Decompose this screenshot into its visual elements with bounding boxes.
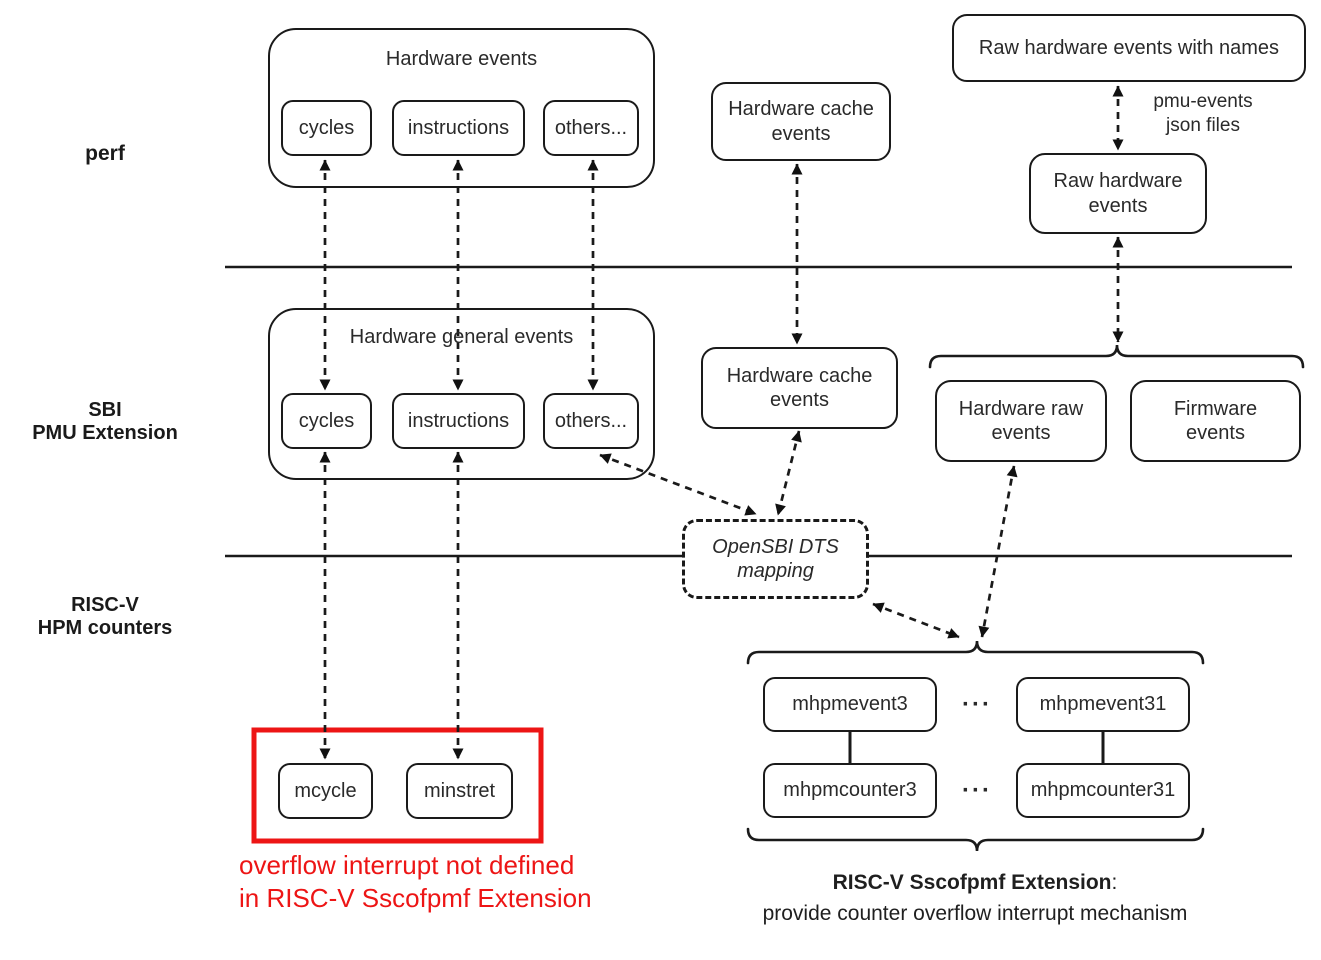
perf-cycles-box: cycles [281,100,372,156]
arrow-hwraw-mhpm-brace [978,465,1018,638]
sscofpmf-caption-line1: RISC-V Sscofpmf Extension: [740,867,1210,898]
raw-hardware-events-box: Raw hardware events [1029,153,1207,234]
perf-instructions-box: instructions [392,100,525,156]
sscofpmf-caption-subtitle: provide counter overflow interrupt mecha… [762,902,1188,925]
opensbi-dts-mapping-box: OpenSBI DTS mapping [682,519,869,599]
minstret-box: minstret [406,763,513,819]
sscofpmf-extension-caption: RISC-V Sscofpmf Extension: provide count… [740,867,1210,929]
lane-label-perf: perf [85,142,125,165]
sbi-hardware-cache-events-box: Hardware cache events [701,347,898,429]
arrow-opensbi-mhpm-brace [872,602,960,639]
lane-label-hpm-line2: HPM counters [37,617,173,639]
sbi-cycles-box: cycles [281,393,372,449]
overflow-note-line1: overflow interrupt not defined [239,850,575,880]
arrow-sbi-others-opensbi [599,453,757,516]
brace-mhpm-bottom [746,827,1205,852]
mcycle-box: mcycle [278,763,373,819]
arrow-cache-events-opensbi [775,430,802,516]
hardware-general-events-group: Hardware general events [268,308,655,480]
sbi-others-box: others... [543,393,639,449]
lane-label-sbi-line1: SBI [88,399,122,421]
lane-label-riscv-hpm-counters: RISC-V HPM counters [20,594,190,640]
mhpmevent-ellipsis: ··· [962,691,992,718]
perf-others-box: others... [543,100,639,156]
mhpmevent31-box: mhpmevent31 [1016,677,1190,732]
pmu-events-note-line2: json files [1166,115,1240,136]
pmu-events-json-note: pmu-events json files [1138,90,1268,138]
lane-label-hpm-line1: RISC-V [71,594,139,616]
firmware-events-box: Firmware events [1130,380,1301,462]
overflow-highlight-frame [251,727,544,844]
perf-hardware-cache-events-box: Hardware cache events [711,82,891,161]
lane-label-sbi-line2: PMU Extension [32,422,178,444]
hardware-events-title: Hardware events [385,48,538,70]
mhpmevent3-box: mhpmevent3 [763,677,937,732]
lane-label-sbi-pmu-extension: SBI PMU Extension [20,399,190,445]
hardware-general-events-title: Hardware general events [349,326,574,348]
mhpmcounter31-box: mhpmcounter31 [1016,763,1190,818]
raw-hardware-events-with-names-box: Raw hardware events with names [952,14,1306,82]
overflow-interrupt-note: overflow interrupt not defined in RISC-V… [239,849,604,915]
sscofpmf-caption-title: RISC-V Sscofpmf Extension [832,871,1112,894]
mhpmcounter3-box: mhpmcounter3 [763,763,937,818]
brace-sbi-raw-firmware [928,344,1305,369]
hardware-events-group: Hardware events [268,28,655,188]
pmu-events-note-line1: pmu-events [1153,91,1253,112]
sscofpmf-caption-colon: : [1111,871,1118,894]
mhpmcounter-ellipsis: ··· [962,777,992,804]
overflow-note-line2: in RISC-V Sscofpmf Extension [239,883,592,913]
hardware-raw-events-box: Hardware raw events [935,380,1107,462]
brace-mhpm-top [746,640,1205,665]
sbi-instructions-box: instructions [392,393,525,449]
